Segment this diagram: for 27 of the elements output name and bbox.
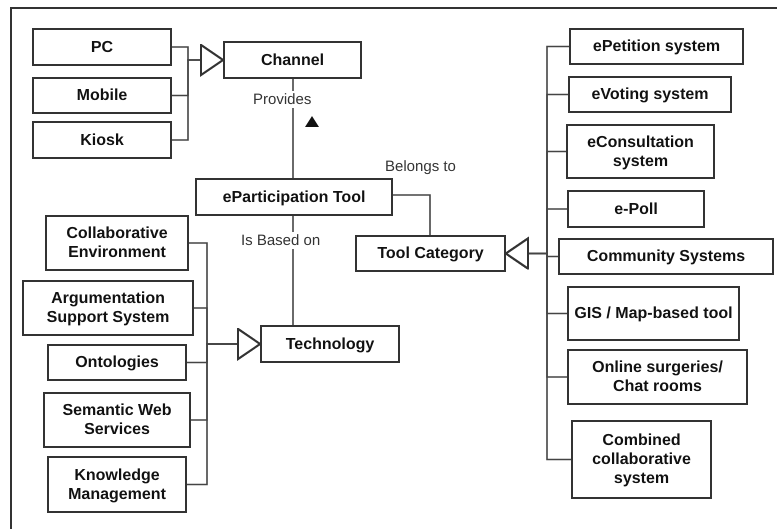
class-box: Ontologies — [47, 344, 187, 381]
generalization-arrow — [505, 238, 571, 460]
class-box: eVoting system — [568, 76, 732, 113]
class-box: Argumentation Support System — [22, 280, 194, 336]
class-box: Tool Category — [355, 235, 506, 272]
class-box: Mobile — [32, 77, 172, 114]
class-box: Semantic Web Services — [43, 392, 191, 448]
class-box: eParticipation Tool — [195, 178, 393, 216]
class-box: eConsultation system — [566, 124, 715, 179]
class-box: e-Poll — [567, 190, 705, 228]
class-box: Community Systems — [558, 238, 774, 275]
class-box: Online surgeries/ Chat rooms — [567, 349, 748, 405]
edge-label: Provides — [252, 91, 312, 108]
association-line — [393, 194, 431, 235]
edge-label: Belongs to — [384, 158, 457, 175]
class-box: Collaborative Environment — [45, 215, 189, 271]
class-box: Technology — [260, 325, 400, 363]
generalization-arrow — [187, 328, 261, 486]
edge-label: Is Based on — [240, 232, 322, 249]
class-box: GIS / Map-based tool — [567, 286, 740, 341]
class-box: Channel — [223, 41, 362, 79]
class-box: PC — [32, 28, 172, 66]
class-box: Knowledge Management — [47, 456, 187, 513]
class-box: ePetition system — [569, 28, 744, 65]
class-box: Combined collaborative system — [571, 420, 712, 499]
class-box: Kiosk — [32, 121, 172, 159]
generalization-arrow — [172, 44, 224, 141]
